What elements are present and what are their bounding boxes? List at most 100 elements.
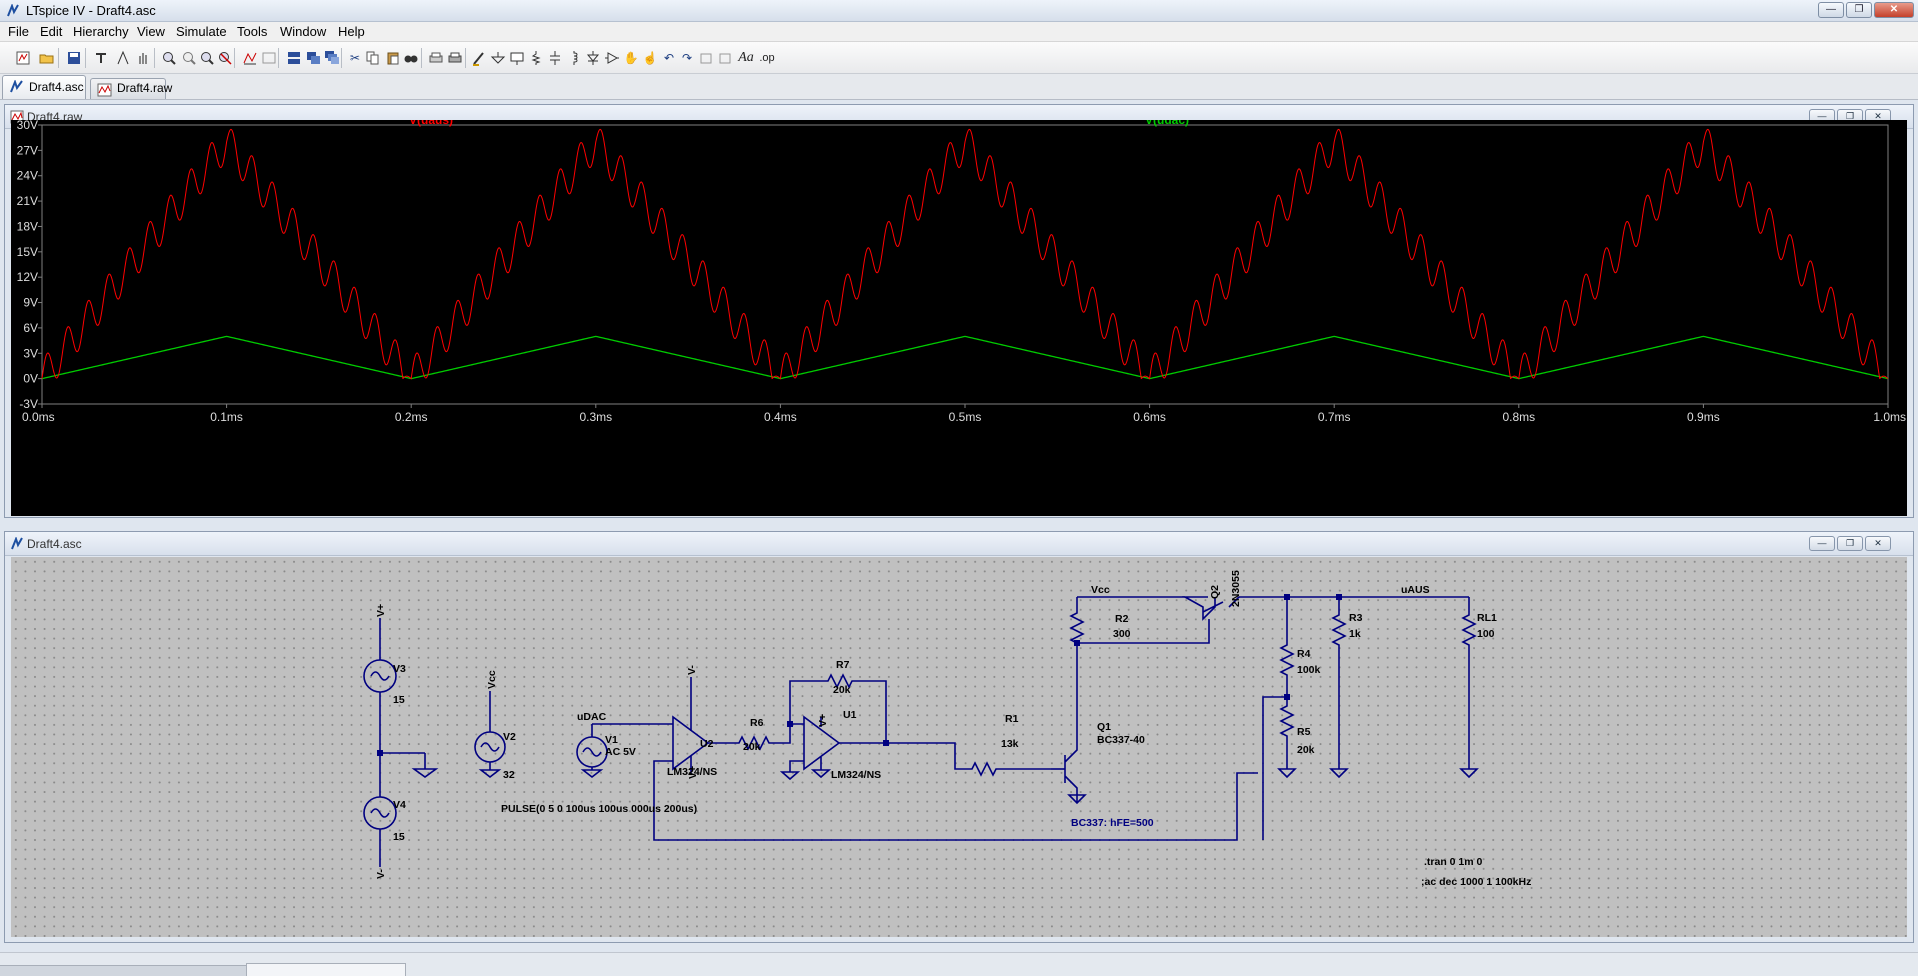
q1-transistor <box>1064 697 1078 803</box>
menu-help[interactable]: Help <box>338 24 365 39</box>
menu-edit[interactable]: Edit <box>40 24 63 39</box>
halt-icon[interactable] <box>134 49 152 67</box>
label-r6: R6 <box>750 717 764 729</box>
x-tick-label: 0.8ms <box>1502 410 1535 424</box>
find-icon[interactable] <box>402 49 420 67</box>
run-icon[interactable] <box>114 49 132 67</box>
x-tick-label: 0.0ms <box>22 410 55 424</box>
close-button[interactable]: ✕ <box>1874 2 1914 18</box>
tab-draft4-raw[interactable]: Draft4.raw <box>90 78 172 99</box>
copy-icon[interactable] <box>364 49 382 67</box>
tile-vertical-icon[interactable] <box>304 49 322 67</box>
print-icon[interactable] <box>446 49 464 67</box>
y-tick-label: 30V <box>17 120 38 132</box>
menu-simulate[interactable]: Simulate <box>176 24 227 39</box>
menu-hierarchy[interactable]: Hierarchy <box>73 24 129 39</box>
r7-resistor <box>789 673 887 744</box>
tab-draft4-asc[interactable]: Draft4.asc <box>2 75 86 99</box>
plot-add-icon[interactable] <box>260 49 278 67</box>
status-pane <box>0 965 246 976</box>
menu-tools[interactable]: Tools <box>237 24 268 39</box>
minimize-icon: — <box>1826 4 1836 15</box>
label-v1: V1 <box>605 734 618 746</box>
open-icon[interactable] <box>38 49 56 67</box>
label-v2: V2 <box>503 731 516 743</box>
label-v2-value: 32 <box>503 769 515 781</box>
y-tick-label: -3V <box>19 397 38 411</box>
label-r3: R3 <box>1349 612 1363 624</box>
wire-icon[interactable] <box>470 49 488 67</box>
ground-symbol <box>411 753 439 778</box>
toolbar-separator <box>421 48 422 68</box>
capacitor-icon[interactable] <box>546 49 564 67</box>
x-tick-label: 0.6ms <box>1133 410 1166 424</box>
restore-button[interactable]: ❐ <box>1846 2 1872 18</box>
x-tick-label: 0.9ms <box>1687 410 1720 424</box>
text-icon[interactable]: Aa <box>738 50 754 65</box>
undo-icon[interactable]: ↶ <box>663 51 675 65</box>
minimize-button[interactable]: — <box>1818 2 1844 18</box>
menu-file[interactable]: File <box>8 24 29 39</box>
junction-dot <box>787 721 793 727</box>
control-panel-icon[interactable] <box>92 49 110 67</box>
y-tick-label: 6V <box>23 321 38 335</box>
schematic-close-button[interactable]: ✕ <box>1865 536 1891 551</box>
restore-icon: ❐ <box>1854 4 1864 15</box>
legend-udac[interactable]: V(udac) <box>1145 113 1189 127</box>
close-icon: ✕ <box>1889 4 1899 15</box>
schematic-canvas[interactable]: V+ V3 15 V4 15 V- Vcc V2 32 uDAC V1 AC 5… <box>11 557 1907 937</box>
label-u2-vplus: V+ <box>687 766 699 779</box>
zoom-out-icon[interactable] <box>198 49 216 67</box>
drag-icon[interactable]: ☝ <box>642 51 658 65</box>
status-pane <box>246 963 406 976</box>
label-net-icon[interactable] <box>508 49 526 67</box>
menu-view[interactable]: View <box>137 24 165 39</box>
y-tick-label: 3V <box>23 346 38 360</box>
component-icon[interactable] <box>603 49 621 67</box>
save-icon[interactable] <box>65 49 83 67</box>
y-tick-label: 21V <box>17 194 38 208</box>
schematic-restore-button[interactable]: ❐ <box>1837 536 1863 551</box>
toolbar-separator <box>341 48 342 68</box>
cascade-icon[interactable] <box>323 49 341 67</box>
legend-uaus[interactable]: V(uaus) <box>409 113 453 127</box>
zoom-in-icon[interactable] <box>160 49 178 67</box>
series-uaus-line <box>41 128 1889 380</box>
ground-icon[interactable] <box>489 49 507 67</box>
redo-icon[interactable]: ↷ <box>681 51 693 65</box>
resistor-icon[interactable] <box>527 49 545 67</box>
label-r7-value: 20k <box>833 684 851 696</box>
label-r2: R2 <box>1115 613 1129 625</box>
print-setup-icon[interactable] <box>427 49 445 67</box>
new-schematic-icon[interactable] <box>14 49 32 67</box>
mirror-icon[interactable] <box>716 49 734 67</box>
move-icon[interactable]: ✋ <box>623 51 639 65</box>
tile-horizontal-icon[interactable] <box>285 49 303 67</box>
schematic-window-title: Draft4.asc <box>27 537 82 551</box>
r1-resistor <box>886 742 1051 777</box>
cut-icon[interactable]: ✂ <box>349 51 361 65</box>
toolbar-separator <box>85 48 86 68</box>
schematic-window-titlebar: Draft4.asc — ❐ ✕ <box>5 532 1913 556</box>
waveform-icon <box>97 83 112 97</box>
autorange-icon[interactable] <box>241 49 259 67</box>
v3-source <box>363 659 397 693</box>
zoom-box-icon[interactable] <box>180 49 198 67</box>
label-r4: R4 <box>1297 648 1311 660</box>
y-tick-label: 27V <box>17 143 38 157</box>
zoom-fit-icon[interactable] <box>216 49 234 67</box>
r6-resistor <box>708 723 804 751</box>
inductor-icon[interactable] <box>565 49 583 67</box>
rotate-icon[interactable] <box>697 49 715 67</box>
junction-dot <box>1284 594 1290 600</box>
y-tick-label: 9V <box>23 296 38 310</box>
spice-directive-icon[interactable]: .op <box>759 52 775 64</box>
diode-icon[interactable] <box>584 49 602 67</box>
y-tick-label: 24V <box>17 169 38 183</box>
menu-window[interactable]: Window <box>280 24 327 39</box>
toolbar: ✂ ✋ ☝ ↶ ↷ Aa .op <box>0 42 1918 74</box>
paste-icon[interactable] <box>384 49 402 67</box>
schematic-minimize-button[interactable]: — <box>1809 536 1835 551</box>
